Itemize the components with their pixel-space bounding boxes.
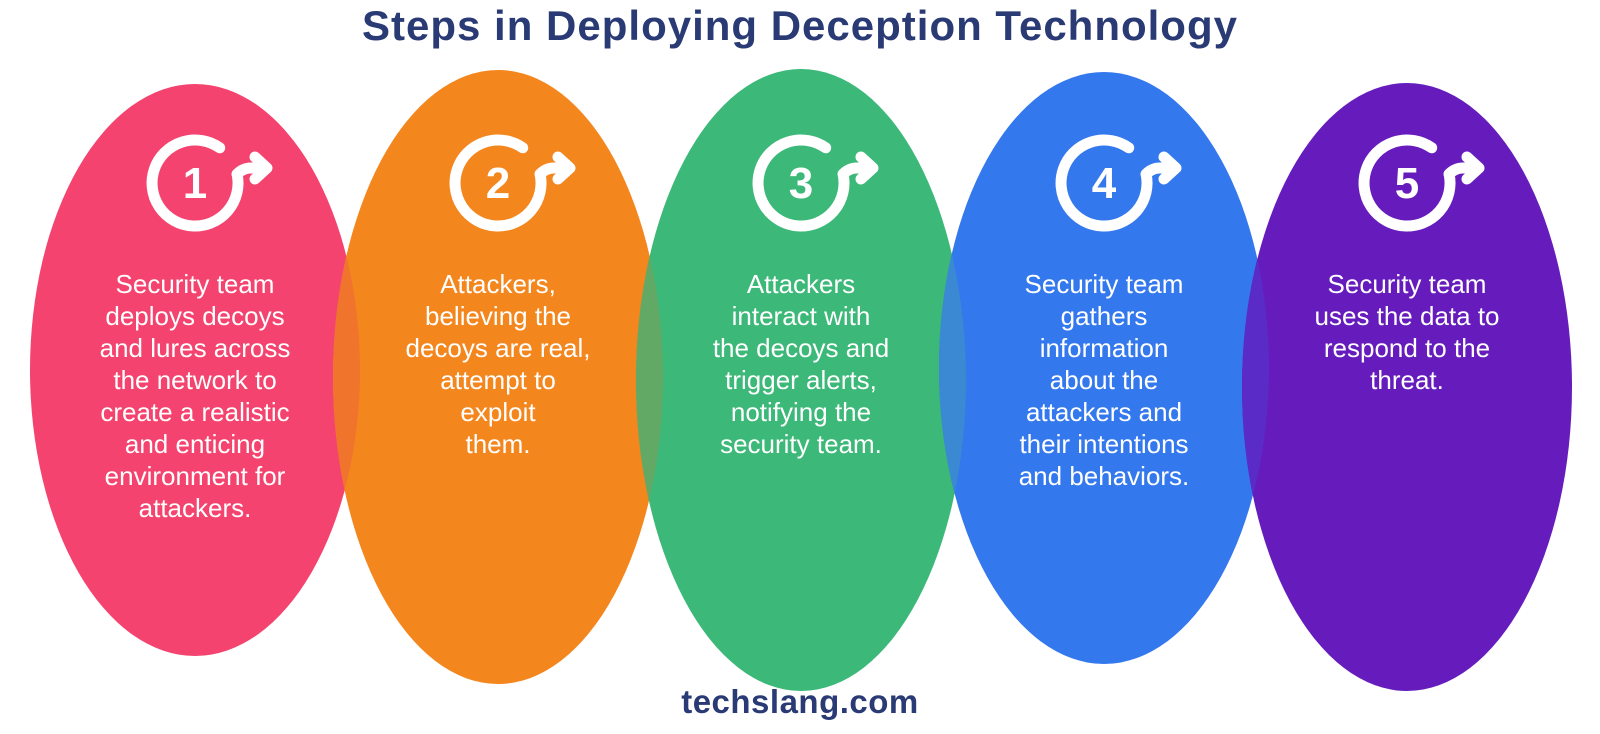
step-2-number: 2 <box>486 159 510 208</box>
step-4-circle-arrow-icon: 4 <box>1055 134 1182 232</box>
step-5-ellipse: 5 Security team uses the data to respond… <box>1242 83 1572 691</box>
step-2-circle-arrow-icon: 2 <box>449 134 576 232</box>
step-3-number: 3 <box>789 159 813 208</box>
step-4-number: 4 <box>1092 159 1117 208</box>
step-4-5-overlap <box>1242 83 1269 664</box>
step-4-ellipse: 4 Security team gathers information abou… <box>939 72 1269 664</box>
step-2-3-overlap <box>636 70 663 684</box>
step-3-4-overlap <box>939 72 966 664</box>
step-5-number: 5 <box>1395 159 1419 208</box>
step-1-number: 1 <box>183 159 207 208</box>
step-5-description: Security team uses the data to respond t… <box>1314 269 1500 395</box>
step-1-description: Security team deploys decoys and lures a… <box>99 269 291 523</box>
step-5-circle-arrow-icon: 5 <box>1358 134 1485 232</box>
step-1-2-overlap <box>333 84 360 656</box>
site-credit: techslang.com <box>681 683 919 720</box>
step-4-description: Security team gathers information about … <box>1018 269 1190 491</box>
step-3-description: Attackers interact with the decoys and t… <box>712 269 890 459</box>
step-2-description: Attackers, believing the decoys are real… <box>405 269 591 459</box>
page-title: Steps in Deploying Deception Technology <box>362 2 1238 49</box>
step-3-ellipse: 3 Attackers interact with the decoys and… <box>636 69 966 691</box>
step-1-circle-arrow-icon: 1 <box>146 134 273 232</box>
step-3-circle-arrow-icon: 3 <box>752 134 879 232</box>
step-1-ellipse: 1 Security team deploys decoys and lures… <box>30 84 360 656</box>
step-2-ellipse: 2 Attackers, believing the decoys are re… <box>333 70 663 684</box>
